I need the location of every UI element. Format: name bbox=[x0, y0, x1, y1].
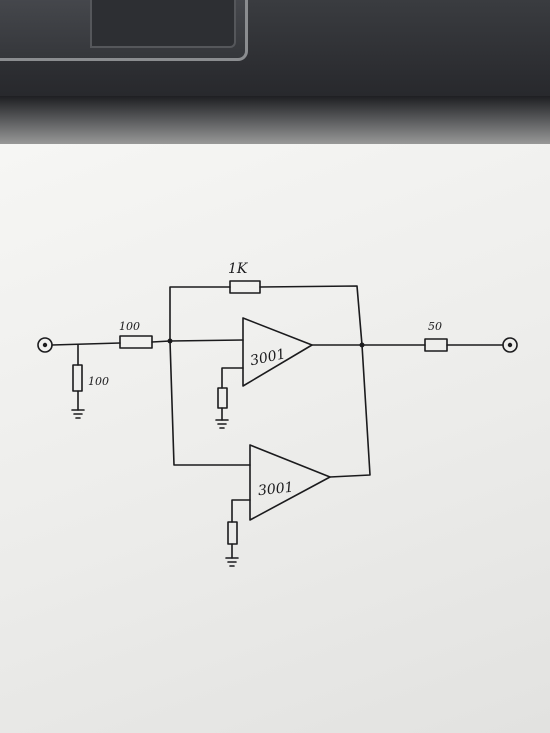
amp-input-wire bbox=[169, 339, 244, 342]
feedback-resistor-label: 1K bbox=[228, 261, 249, 277]
input-shunt-resistor bbox=[71, 344, 85, 419]
op-amp-main-label: 3001 bbox=[249, 346, 287, 369]
paper-sheet bbox=[0, 144, 550, 733]
input-terminal bbox=[37, 337, 53, 353]
input-shunt-resistor-label: 100 bbox=[88, 375, 109, 388]
input-series-resistor-label: 100 bbox=[119, 320, 140, 333]
output-resistor-label: 50 bbox=[428, 320, 442, 333]
output-resistor bbox=[424, 338, 504, 352]
secondary-output-wire bbox=[329, 344, 371, 478]
secondary-input-wire bbox=[169, 340, 251, 466]
trackpad-edge bbox=[0, 0, 248, 61]
op-amp-secondary bbox=[225, 444, 331, 567]
input-series-resistor bbox=[119, 335, 171, 349]
op-amp-main bbox=[215, 317, 313, 429]
op-amp-secondary-label: 3001 bbox=[257, 480, 294, 500]
input-wire bbox=[51, 342, 121, 346]
feedback-resistor bbox=[169, 280, 363, 346]
trackpad bbox=[90, 0, 236, 48]
output-terminal bbox=[502, 337, 518, 353]
